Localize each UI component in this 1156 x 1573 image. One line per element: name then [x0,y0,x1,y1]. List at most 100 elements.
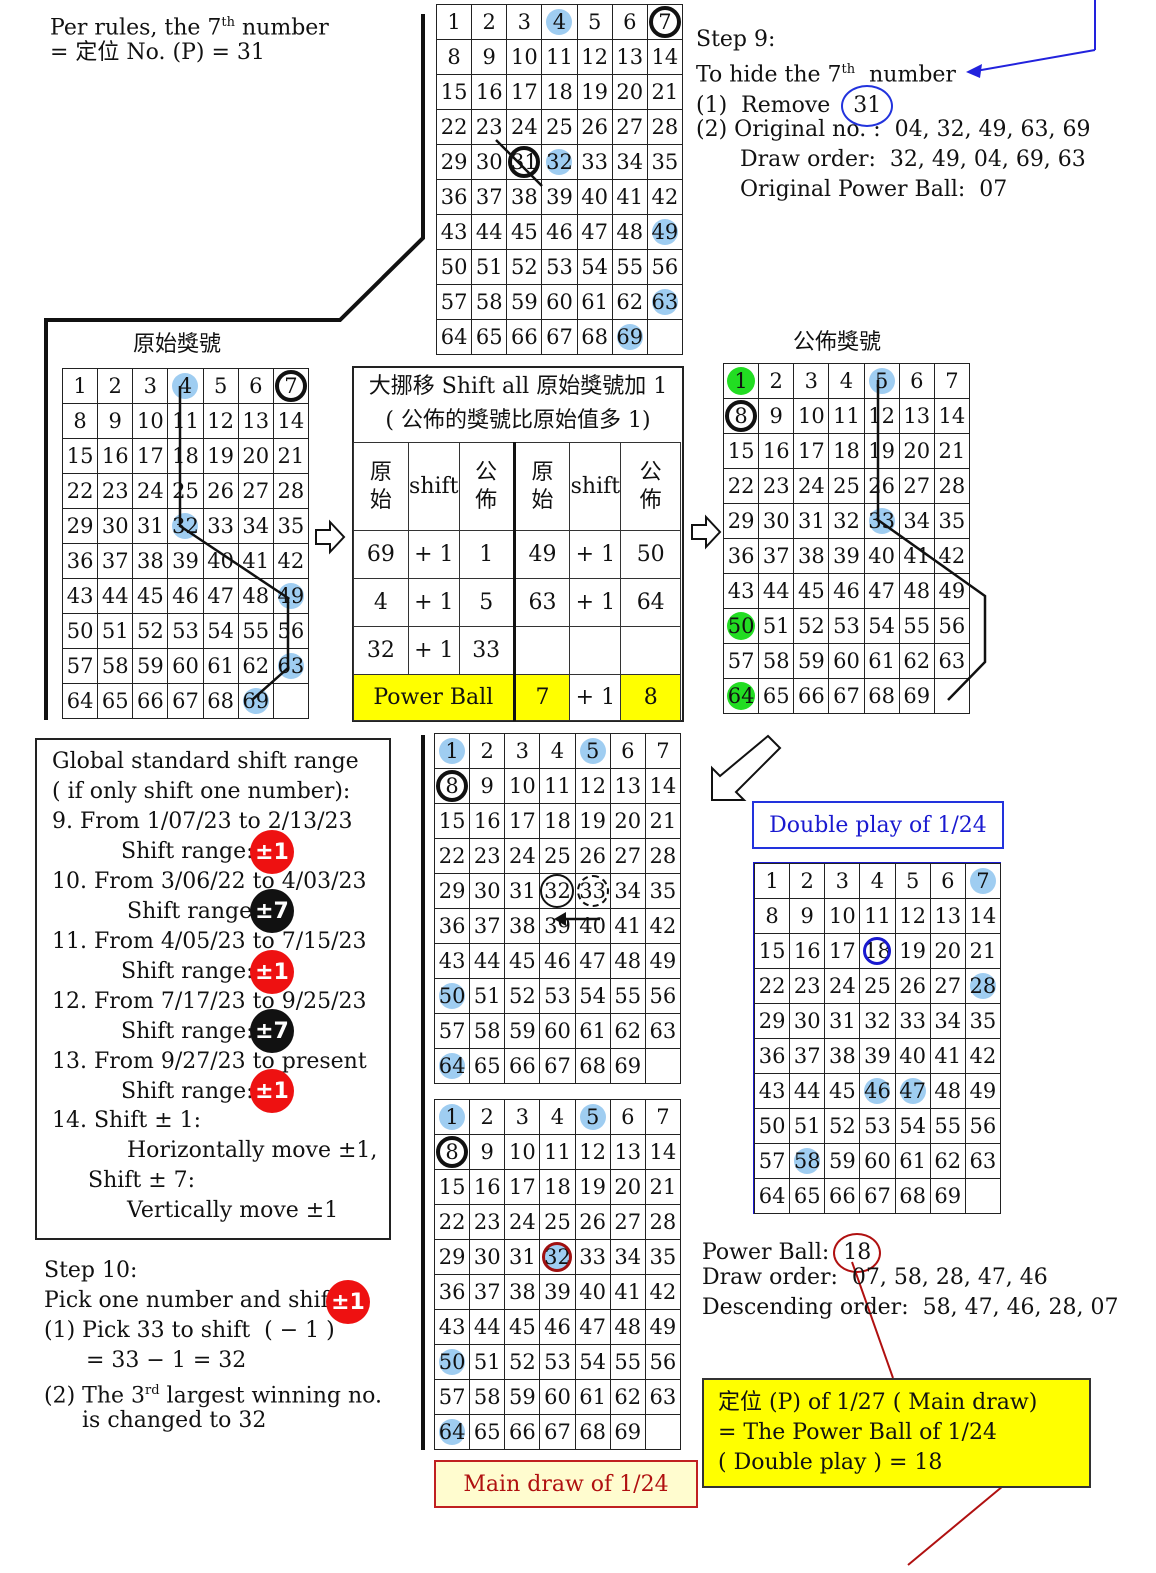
cell [569,626,622,675]
grid-cell-50: 50 [62,613,99,649]
step9-line5: Original Power Ball: 07 [740,177,1008,202]
grid-cell-27: 27 [609,1204,646,1240]
grid-cell-empty [933,678,970,714]
cell: 33 [458,626,516,675]
grid-cell-25: 25 [828,468,865,504]
grid-cell-27: 27 [898,468,935,504]
shift-badge-plus-minus-7: ±7 [250,889,294,933]
grid-cell-65: 65 [97,683,134,719]
grid-cell-12: 12 [576,39,613,75]
grid-cell-47: 47 [576,214,613,250]
grid-cell-29: 29 [62,508,99,544]
red-pointer-line-bottom [907,1485,1004,1566]
grid-cell-6: 6 [929,863,966,899]
grid-cell-61: 61 [894,1143,931,1179]
grid-cell-36: 36 [434,1274,471,1310]
grid-cell-19: 19 [202,438,239,474]
header-published-2: 公 佈 [620,442,681,531]
grid-cell-26: 26 [574,838,611,874]
grid-cell-3: 3 [506,4,543,40]
step10-line3: = 33 − 1 = 32 [86,1348,247,1373]
grid-cell-40: 40 [574,908,611,944]
grid-cell-23: 23 [469,1204,506,1240]
grid-cell-11: 11 [828,398,865,434]
grid-cell-50: 50 [434,978,471,1014]
grid-cell-41: 41 [611,179,648,215]
grid-cell-28: 28 [644,838,681,874]
grid-cell-32: 32 [167,508,204,544]
grid-cell-31: 31 [504,873,541,909]
shift-table-row: 4 + 1 5 63 + 1 64 [353,578,681,627]
grid-cell-2: 2 [97,368,134,404]
global-line-8: 12. From 7/17/23 to 9/25/23 [52,989,367,1014]
grid-cell-22: 22 [754,968,791,1004]
cell: 1 [458,530,516,579]
grid-cell-12: 12 [894,898,931,934]
cell: 32 [353,626,409,675]
grid-cell-15: 15 [434,803,471,839]
grid-cell-31: 31 [506,144,543,180]
grid-cell-7: 7 [644,1099,681,1135]
grid-cell-34: 34 [898,503,935,539]
grid-cell-13: 13 [898,398,935,434]
step9-line4: Draw order: 32, 49, 04, 69, 63 [740,147,1086,172]
grid-cell-53: 53 [539,1344,576,1380]
grid-cell-20: 20 [611,74,648,110]
grid-cell-21: 21 [933,433,970,469]
grid-cell-45: 45 [506,214,543,250]
grid-cell-49: 49 [933,573,970,609]
grid-cell-59: 59 [132,648,169,684]
grid-cell-33: 33 [863,503,900,539]
grid-cell-25: 25 [541,109,578,145]
grid-cell-59: 59 [824,1143,861,1179]
grid-cell-32: 32 [828,503,865,539]
power-ball-shift: + 1 [569,674,622,721]
grid-cell-36: 36 [754,1038,791,1074]
grid-cell-22: 22 [434,838,471,874]
grid-cell-60: 60 [539,1379,576,1415]
grid-cell-34: 34 [609,873,646,909]
cell: + 1 [569,578,622,627]
grid-cell-1: 1 [434,1099,471,1135]
grid-cell-40: 40 [894,1038,931,1074]
grid-cell-37: 37 [97,543,134,579]
grid-cell-7: 7 [272,368,309,404]
grid-cell-57: 57 [436,284,473,320]
grid-cell-52: 52 [824,1108,861,1144]
grid-cell-63: 63 [272,648,309,684]
grid-cell-19: 19 [894,933,931,969]
grid-cell-empty [646,319,683,355]
grid-cell-20: 20 [929,933,966,969]
grid-cell-27: 27 [611,109,648,145]
grid-cell-29: 29 [754,1003,791,1039]
header-shift-1: shift [407,442,460,531]
grid-cell-61: 61 [202,648,239,684]
grid-cell-17: 17 [504,1169,541,1205]
grid-cell-45: 45 [132,578,169,614]
global-line-1: ( if only shift one number): [52,779,351,804]
grid-cell-55: 55 [898,608,935,644]
grid-cell-65: 65 [758,678,795,714]
grid-cell-6: 6 [609,733,646,769]
grid-cell-57: 57 [434,1379,471,1415]
grid-cell-59: 59 [504,1379,541,1415]
grid-cell-52: 52 [132,613,169,649]
grid-cell-37: 37 [469,908,506,944]
step10-line1: Pick one number and shift [44,1288,338,1313]
grid-cell-39: 39 [828,538,865,574]
summary-line-0: 定位 (P) of 1/27 ( Main draw) [718,1390,1038,1415]
grid-cell-53: 53 [828,608,865,644]
grid-cell-67: 67 [539,1414,576,1450]
grid-cell-44: 44 [469,943,506,979]
grid-cell-9: 9 [758,398,795,434]
grid-cell-1: 1 [723,363,760,399]
shift-badge-plus-minus-1: ±1 [250,1069,294,1113]
grid-cell-41: 41 [609,908,646,944]
step10-line5: is changed to 32 [82,1408,267,1433]
grid-cell-7: 7 [964,863,1001,899]
arrow-right-icon-1 [315,519,346,555]
double-play-draw-order: Draw order: 07, 58, 28, 47, 46 [702,1265,1048,1290]
